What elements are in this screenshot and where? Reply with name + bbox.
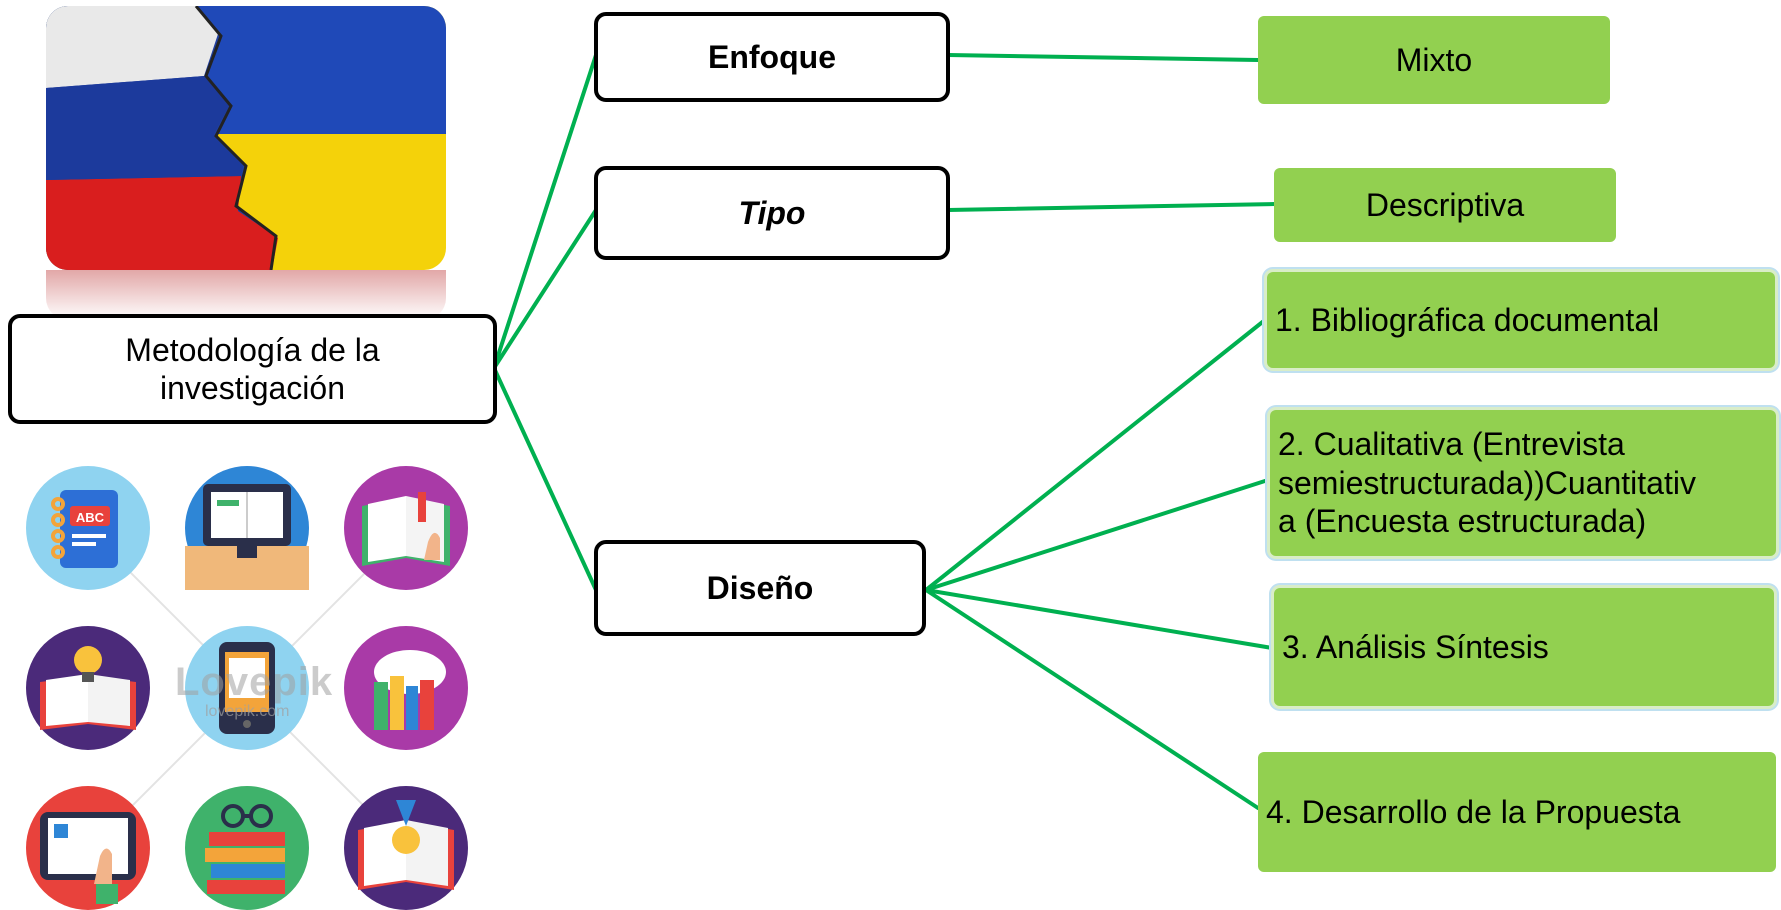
diseno-label: Diseño — [706, 569, 814, 606]
e-book-monitor-icon — [185, 466, 309, 590]
connector-root-enfoque — [492, 53, 598, 370]
root-node-box: Metodología de la investigación — [8, 314, 497, 424]
root-label-line2: investigación — [160, 370, 345, 406]
svg-text:ABC: ABC — [76, 510, 105, 525]
diseno-item-2-line1: 2. Cualitativa (Entrevista — [1278, 426, 1625, 463]
watermark-site: lovepik.com — [205, 703, 290, 720]
connector-root-diseno — [492, 366, 598, 592]
diseno-item-2-line2: semiestructurada))Cuantitativ — [1278, 464, 1696, 501]
descriptiva-node: Descriptiva — [1274, 168, 1616, 242]
diseno-item-3-node: 3. Análisis Síntesis — [1274, 588, 1774, 706]
root-label-line1: Metodología de la — [125, 331, 380, 368]
medal-book-icon — [344, 786, 468, 910]
idea-book-icon — [26, 626, 150, 750]
tablet-reading-icon — [185, 626, 309, 750]
diseno-item-2-node: 2. Cualitativa (Entrevista semiestructur… — [1270, 410, 1776, 556]
diseno-item-1-node: 1. Bibliográfica documental — [1267, 272, 1775, 368]
connector-diseno-d4 — [924, 588, 1260, 810]
flag-reflection — [46, 270, 446, 320]
diseno-item-2-line3: a (Encuesta estructurada) — [1278, 503, 1647, 540]
diseno-item-3-label: 3. Análisis Síntesis — [1282, 628, 1549, 665]
connector-root-tipo — [492, 208, 598, 370]
connector-diseno-d1 — [924, 318, 1267, 592]
diseno-item-4-label: 4. Desarrollo de la Propuesta — [1266, 793, 1681, 830]
russia-ukraine-flag-image — [46, 6, 446, 270]
diseno-node: Diseño — [594, 540, 926, 636]
mixto-label: Mixto — [1395, 41, 1473, 78]
cloud-library-icon — [344, 626, 468, 750]
diseno-item-1-label: 1. Bibliográfica documental — [1275, 301, 1660, 338]
enfoque-node: Enfoque — [594, 12, 950, 102]
connector-diseno-d2 — [924, 478, 1270, 592]
descriptiva-label: Descriptiva — [1365, 186, 1525, 223]
connector-diseno-d3 — [924, 588, 1274, 650]
connector-enfoque-mixto — [946, 53, 1260, 62]
tablet-touch-icon — [26, 786, 150, 910]
connector-tipo-descriptiva — [946, 202, 1277, 212]
address-book-icon: ABC — [26, 466, 150, 590]
watermark-brand: Lovepik — [175, 660, 334, 704]
diseno-item-4-node: 4. Desarrollo de la Propuesta — [1258, 752, 1776, 872]
mixto-node: Mixto — [1258, 16, 1610, 104]
tipo-label: Tipo — [738, 194, 806, 231]
enfoque-label: Enfoque — [708, 38, 836, 75]
books-glasses-icon — [185, 786, 309, 910]
open-book-pointer-icon — [344, 466, 468, 590]
icon-grid-lines — [87, 529, 409, 851]
tipo-node: Tipo — [594, 166, 950, 260]
